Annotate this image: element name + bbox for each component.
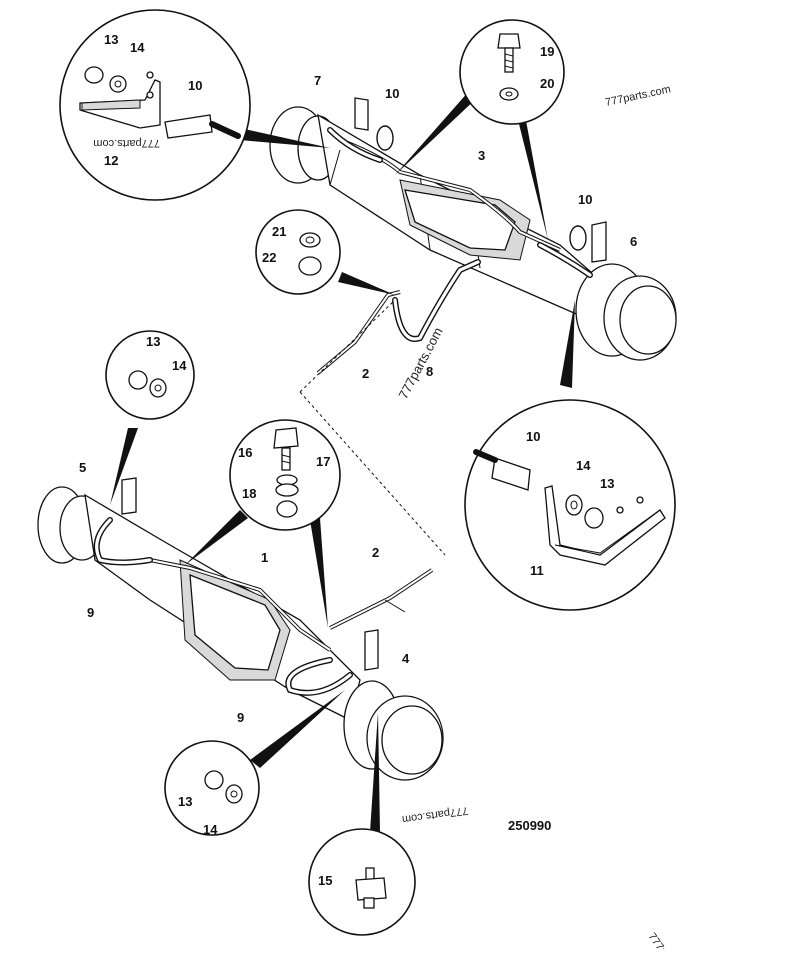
watermark: 777parts.com: [604, 83, 672, 109]
watermark: 777parts.com: [401, 804, 469, 825]
lower-axle: [37, 477, 444, 781]
callout-20: 20: [540, 76, 554, 91]
detail-circle-c: [255, 209, 341, 295]
watermark: 777parts.com: [93, 137, 160, 149]
callout-10: 10: [578, 192, 592, 207]
callout-9: 9: [237, 710, 244, 725]
callout-17: 17: [316, 454, 330, 469]
callout-19: 19: [540, 44, 554, 59]
detail-circle-f: [229, 419, 341, 531]
callout-18: 18: [242, 486, 256, 501]
detail-circle-d: [105, 330, 195, 420]
upper-axle: [269, 97, 677, 361]
callout-16: 16: [238, 445, 252, 460]
callout-21: 21: [272, 224, 286, 239]
detail-circle-b: [459, 19, 565, 125]
centre-pipe: [299, 259, 481, 556]
drawing-number: 250990: [508, 818, 551, 833]
callout-12: 12: [104, 153, 118, 168]
callout-14: 14: [203, 822, 218, 837]
callout-13: 13: [178, 794, 192, 809]
callout-13: 13: [104, 32, 118, 47]
callout-15: 15: [318, 873, 332, 888]
leader-lines: [110, 90, 575, 832]
callout-2: 2: [372, 545, 379, 560]
callout-14: 14: [576, 458, 591, 473]
callout-8: 8: [426, 364, 433, 379]
callout-14: 14: [130, 40, 145, 55]
callout-10: 10: [188, 78, 202, 93]
callout-13: 13: [600, 476, 614, 491]
callout-7: 7: [314, 73, 321, 88]
callout-11: 11: [530, 563, 544, 578]
detail-circle-h: [308, 828, 416, 936]
callout-5: 5: [79, 460, 86, 475]
callout-3: 3: [478, 148, 485, 163]
callout-4: 4: [402, 651, 410, 666]
detail-circle-a: [59, 9, 251, 201]
callout-10: 10: [526, 429, 540, 444]
callout-9: 9: [87, 605, 94, 620]
callout-2: 2: [362, 366, 369, 381]
callout-1: 1: [261, 550, 268, 565]
detail-circle-e: [464, 399, 676, 611]
callout-22: 22: [262, 250, 276, 265]
callout-6: 6: [630, 234, 637, 249]
callout-labels: 13 14 10 12 7 10 3 19 20 10 6 21 22 2 8 …: [79, 32, 637, 888]
watermark: 777p: [646, 931, 670, 949]
callout-14: 14: [172, 358, 187, 373]
callout-13: 13: [146, 334, 160, 349]
callout-10: 10: [385, 86, 399, 101]
detail-circle-g: [164, 740, 260, 836]
